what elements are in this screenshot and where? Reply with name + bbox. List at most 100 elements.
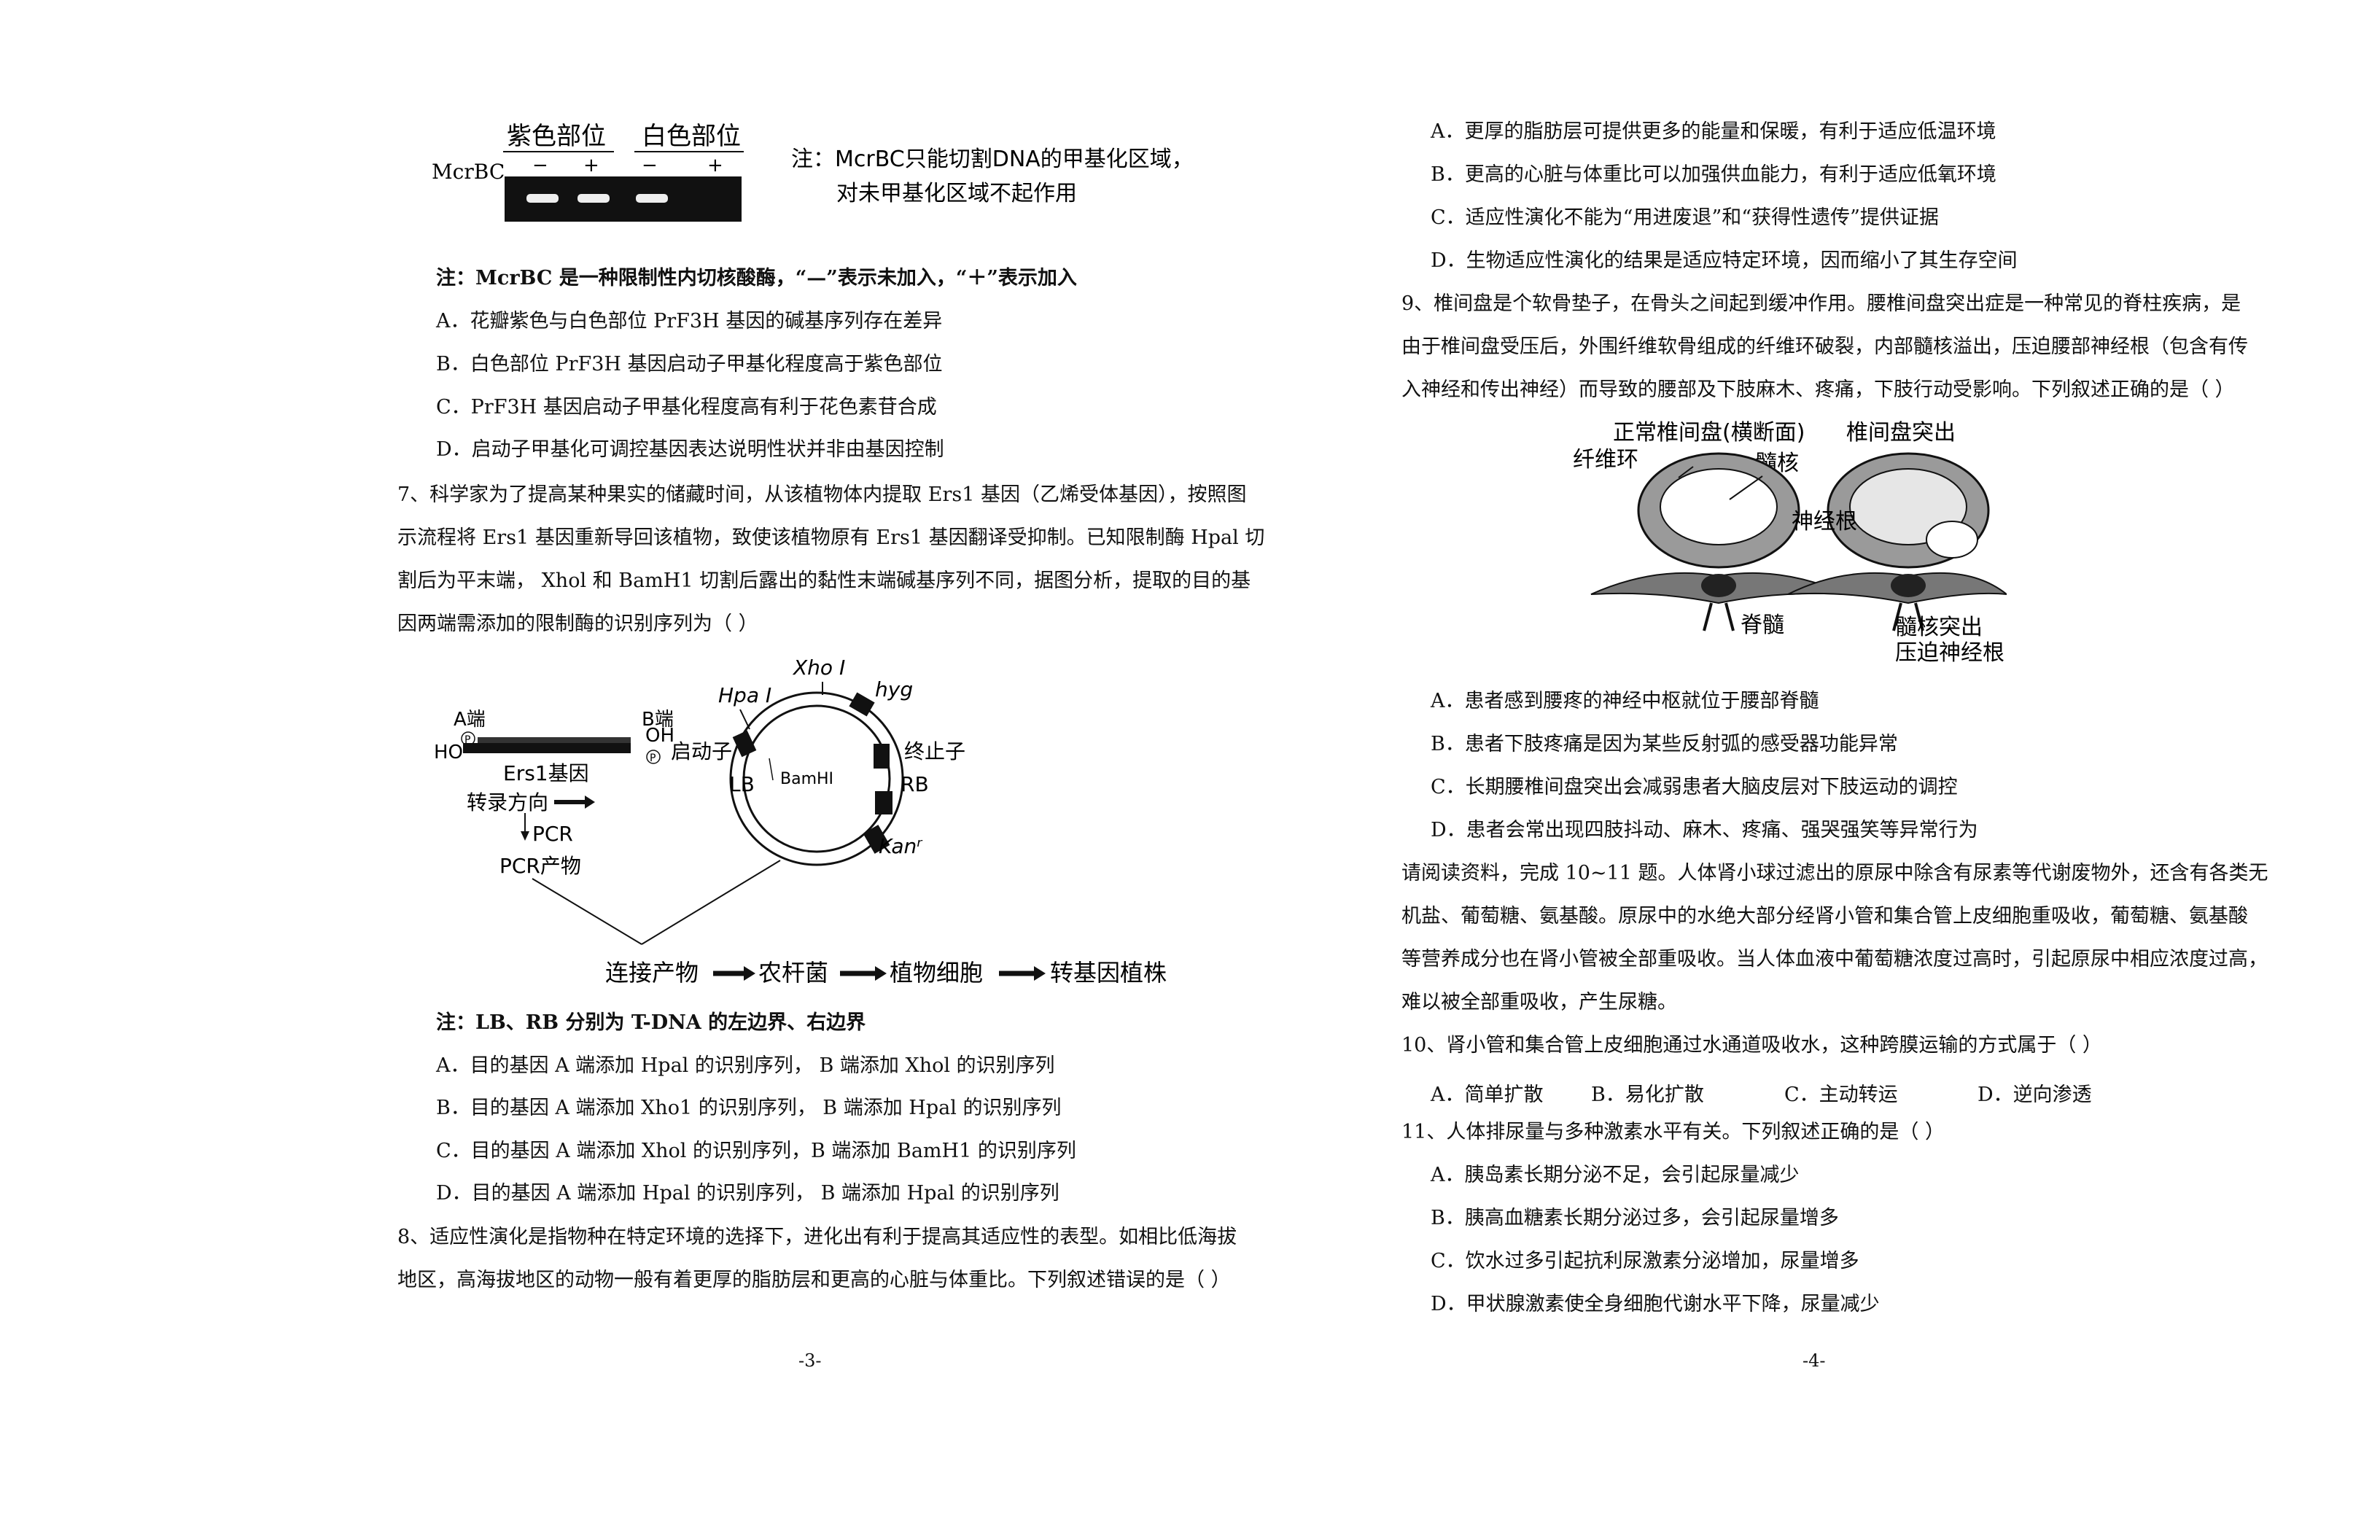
q9-line-2: 由于椎间盘受压后，外围纤维软骨组成的纤维环破裂，内部髓核溢出，压迫腰部神经根（包… xyxy=(1401,335,2248,358)
plasmid-outer xyxy=(729,691,904,866)
q8-option-c: C．适应性演化不能为“用进废退”和“获得性遗传”提供证据 xyxy=(1431,206,1939,229)
hyg-block xyxy=(849,692,875,717)
fibrous-ring-label: 纤维环 xyxy=(1573,447,1638,472)
q10-option-d: D．逆向渗透 xyxy=(1978,1084,2092,1106)
phosphate-b xyxy=(646,750,661,764)
q7-line-1: 7、科学家为了提高某种果实的储藏时间，从该植物体内提取 Ers1 基因（乙烯受体… xyxy=(397,483,1247,506)
reading-line-2: 机盐、葡萄糖、氨基酸。原尿中的水绝大部分经肾小管和集合管上皮细胞重吸收，葡萄糖、… xyxy=(1401,905,2248,928)
compress-label: 压迫神经根 xyxy=(1895,640,2004,666)
join-line-right xyxy=(641,860,781,945)
q9-line-1: 9、椎间盘是个软骨垫子，在骨头之间起到缓冲作用。腰椎间盘突出症是一种常见的脊柱疾… xyxy=(1401,292,2241,315)
q11-option-a: A．胰岛素长期分泌不足，会引起尿量减少 xyxy=(1431,1164,1800,1186)
page-right: A．更厚的脂肪层可提供更多的能量和保暖，有利于适应低温环境 B．更高的心脏与体重… xyxy=(1190,0,2380,1540)
reading-line-1: 请阅读资料，完成 10~11 题。人体肾小球过滤出的原尿中除含有尿素等代谢废物外… xyxy=(1401,862,2268,884)
spine-figure: 正常椎间盘(横断面) 椎间盘突出 纤维环 髓核 神经根 脊髓 髓核突出 压迫神经… xyxy=(1569,412,2010,674)
gel-minus-2: − xyxy=(642,155,658,176)
q9-line-3: 入神经和传出神经）而导致的腰部及下肢麻木、疼痛，下肢行动受影响。下列叙述正确的是… xyxy=(1401,378,2235,401)
q7-option-d: D．目的基因 A 端添加 Hpal 的识别序列， B 端添加 Hpal 的识别序… xyxy=(436,1182,1059,1205)
q6-option-c: C．PrF3H 基因启动子甲基化程度高有利于花色素苷合成 xyxy=(436,396,937,419)
gel-enzyme-label: McrBC xyxy=(432,160,505,184)
q8-option-a: A．更厚的脂肪层可提供更多的能量和保暖，有利于适应低温环境 xyxy=(1431,120,1996,143)
terminator-label: 终止子 xyxy=(904,739,965,763)
q9-option-d: D．患者会常出现四肢抖动、麻木、疼痛、强哭强笑等异常行为 xyxy=(1431,819,1978,841)
q11-option-b: B．胰高血糖素长期分泌过多，会引起尿量增多 xyxy=(1431,1207,1839,1229)
lb-label: LB xyxy=(729,772,755,796)
gel-note-1: 注：McrBC只能切割DNA的甲基化区域， xyxy=(791,147,1194,172)
herniated-disc-label: 椎间盘突出 xyxy=(1846,420,1956,446)
gel-note-2: 对未甲基化区域不起作用 xyxy=(836,181,1077,206)
reading-line-3: 等营养成分也在肾小管被全部重吸收。当人体血液中葡萄糖浓度过高时，引起原尿中相应浓… xyxy=(1401,948,2268,971)
gel-purple-label: 紫色部位 xyxy=(507,122,606,151)
spine-diagram: 正常椎间盘(横断面) 椎间盘突出 纤维环 髓核 神经根 脊髓 髓核突出 压迫神经… xyxy=(1573,420,2010,666)
reading-line-4: 难以被全部重吸收，产生尿糖。 xyxy=(1401,991,1677,1014)
kan-block xyxy=(863,825,890,854)
q7-option-c: C．目的基因 A 端添加 Xhol 的识别序列，B 端添加 BamH1 的识别序… xyxy=(436,1140,1076,1162)
join-line-left xyxy=(532,878,642,945)
nerve-root-label: 神经根 xyxy=(1792,509,1857,534)
gel-minus-1: − xyxy=(532,155,548,176)
q11-stem: 11、人体排尿量与多种激素水平有关。下列叙述正确的是（ ） xyxy=(1401,1121,1945,1143)
normal-spinal-cord xyxy=(1701,574,1736,597)
note-mcrbc: 注：McrBC 是一种限制性内切核酸酶，“—”表示未加入，“＋”表示加入 xyxy=(436,267,1077,289)
flow-step-1: 连接产物 xyxy=(605,959,699,987)
q10-option-c: C．主动转运 xyxy=(1784,1084,1898,1106)
q7-line-3: 割后为平末端， Xhol 和 BamH1 切割后露出的黏性末端碱基序列不同，据图… xyxy=(397,569,1251,592)
gel-white-label: 白色部位 xyxy=(642,122,741,151)
normal-disc-label: 正常椎间盘(横断面) xyxy=(1613,420,1805,446)
page-number-left: -3- xyxy=(798,1350,822,1371)
q6-option-d: D．启动子甲基化可调控基因表达说明性状并非由基因控制 xyxy=(436,438,944,461)
b-end-label: B端 xyxy=(642,709,674,731)
flow-step-4: 转基因植株 xyxy=(1050,959,1167,987)
q8-line-1: 8、适应性演化是指物种在特定环境的选择下，进化出有利于提高其适应性的表型。如相比… xyxy=(397,1226,1237,1248)
pcr-label: PCR xyxy=(532,822,573,846)
gene-strand-top xyxy=(478,737,631,743)
q7-line-2: 示流程将 Ers1 基因重新导回该植物，致使该植物原有 Ers1 基因翻译受抑制… xyxy=(397,526,1265,549)
plasmid-diagram: A端 B端 P P HO OH Ers1基因 转录方向 PCR PCR产物 xyxy=(434,656,1167,987)
flow-step-2: 农杆菌 xyxy=(758,959,828,987)
promoter-label: 启动子 xyxy=(671,739,732,763)
q10-option-a: A．简单扩散 xyxy=(1431,1084,1544,1106)
q10-stem: 10、肾小管和集合管上皮细胞通过水通道吸收水，这种跨膜运输的方式属于（ ） xyxy=(1401,1034,2102,1057)
a-end-label: A端 xyxy=(454,709,486,731)
promoter-block xyxy=(732,730,757,758)
bamh-label: BamHⅠ xyxy=(780,770,833,788)
rb-block xyxy=(875,791,892,814)
gel-plus-1: + xyxy=(583,155,599,176)
herniated-spinal-cord xyxy=(1891,574,1926,597)
gel-plus-2: + xyxy=(707,155,723,176)
q10-option-b: B．易化扩散 xyxy=(1591,1084,1704,1106)
page-number-right: -4- xyxy=(1802,1350,1826,1371)
protrusion-label: 髓核突出 xyxy=(1895,615,1983,640)
q11-option-c: C．饮水过多引起抗利尿激素分泌增加，尿量增多 xyxy=(1431,1250,1859,1272)
kan-label: Kanʳ xyxy=(879,834,923,858)
q6-option-a: A．花瓣紫色与白色部位 PrF3H 基因的碱基序列存在差异 xyxy=(436,310,943,332)
gel-band-2 xyxy=(578,194,610,203)
q8-line-2: 地区，高海拔地区的动物一般有着更厚的脂肪层和更高的心脏与体重比。下列叙述错误的是… xyxy=(397,1269,1231,1291)
oh-label: OH xyxy=(645,725,674,747)
q9-option-c: C．长期腰椎间盘突出会减弱患者大脑皮层对下肢运动的调控 xyxy=(1431,776,1958,798)
q7-option-a: A．目的基因 A 端添加 Hpal 的识别序列， B 端添加 Xhol 的识别序… xyxy=(436,1054,1055,1077)
p-label-b: P xyxy=(650,752,656,764)
rb-label: RB xyxy=(901,772,929,796)
q6-option-b: B．白色部位 PrF3H 基因启动子甲基化程度高于紫色部位 xyxy=(436,353,943,376)
p-label-a: P xyxy=(464,734,470,746)
q8-option-d: D．生物适应性演化的结果是适应特定环境，因而缩小了其生存空间 xyxy=(1431,249,2018,272)
q9-option-a: A．患者感到腰疼的神经中枢就位于腰部脊髓 xyxy=(1431,690,1819,712)
flow-step-3: 植物细胞 xyxy=(890,959,983,987)
gel-diagram: 紫色部位 白色部位 McrBC − + − + 注：McrBC只能切割DNA的甲… xyxy=(432,122,1194,222)
gene-strand-bottom xyxy=(463,743,631,753)
spinal-cord-label: 脊髓 xyxy=(1741,612,1784,638)
plasmid-inner xyxy=(742,704,891,853)
q7-option-b: B．目的基因 A 端添加 Xho1 的识别序列， B 端添加 Hpal 的识别序… xyxy=(436,1097,1062,1119)
transcription-label: 转录方向 xyxy=(467,790,548,814)
hyg-label: hyg xyxy=(875,677,913,701)
ho-label: HO xyxy=(434,742,463,763)
normal-disc-nucleus xyxy=(1660,468,1778,545)
gene-label: Ers1基因 xyxy=(503,761,589,785)
terminator-block xyxy=(874,744,890,769)
herniation-bulge xyxy=(1926,521,1978,559)
xho-label: Xho Ⅰ xyxy=(792,656,845,680)
gel-figure: 紫色部位 白色部位 McrBC − + − + 注：McrBC只能切割DNA的甲… xyxy=(423,117,1269,241)
gel-band-3 xyxy=(636,194,668,203)
q9-option-b: B．患者下肢疼痛是因为某些反射弧的感受器功能异常 xyxy=(1431,733,1898,755)
